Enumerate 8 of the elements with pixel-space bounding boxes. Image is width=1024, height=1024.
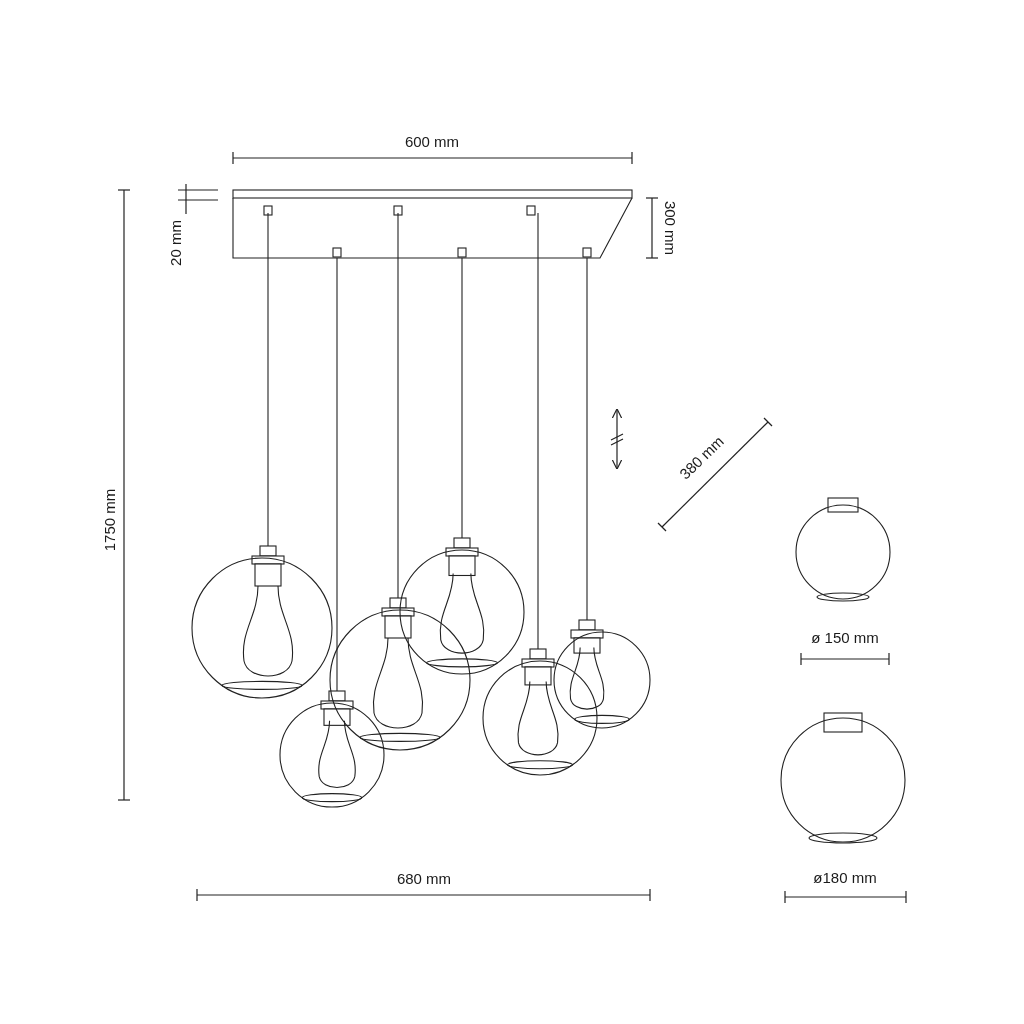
dimension-label: 600 mm [404,132,460,150]
dimension-label: 380 mm [676,432,727,483]
dimension-label: ø180 mm [813,868,877,886]
dimension-label: 1750 mm [100,488,118,552]
dimension-label: ø 150 mm [811,628,879,646]
dimension-label: 680 mm [396,869,452,887]
dimension-label: 300 mm [662,200,680,256]
dimension-label: 20 mm [166,220,184,266]
